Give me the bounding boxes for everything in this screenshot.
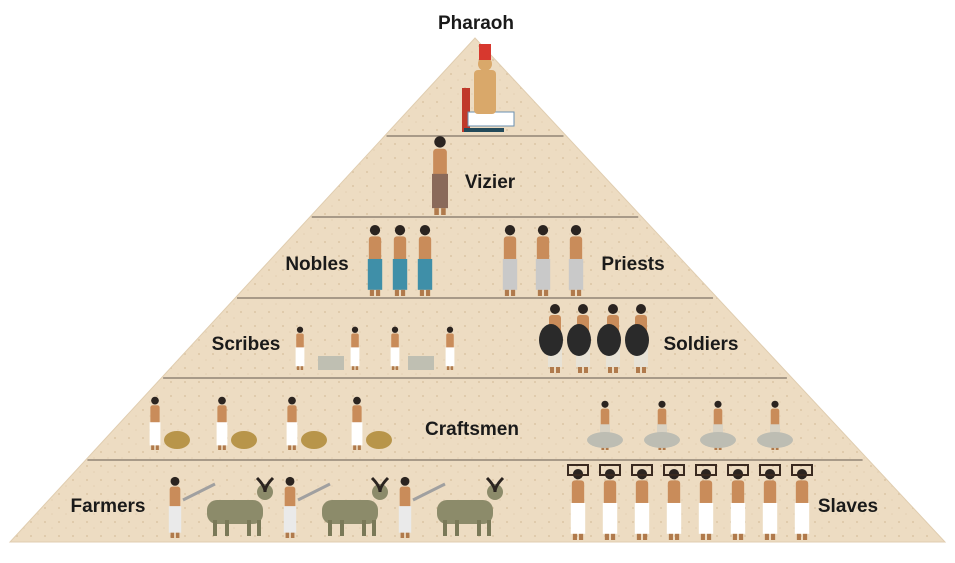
- scribe-figure: [295, 326, 305, 370]
- scribe-figure: [350, 326, 360, 370]
- slave-figure: [791, 464, 813, 540]
- pyramid-body: [8, 37, 947, 543]
- plough: [412, 482, 446, 502]
- vizier-figure: [432, 136, 448, 215]
- scribe-figure: [390, 326, 400, 370]
- label-farmers: Farmers: [70, 496, 146, 517]
- scribe-table: [318, 356, 344, 370]
- craftsman-figure: [644, 400, 680, 450]
- scribe-figure: [445, 326, 455, 370]
- slave-figure: [599, 464, 621, 540]
- label-slaves: Slaves: [817, 496, 879, 517]
- label-scribes: Scribes: [211, 334, 281, 355]
- pharaoh-figure: [462, 44, 515, 132]
- ox-figure: [207, 476, 275, 536]
- noble-figure: [392, 225, 408, 296]
- figures: [149, 44, 813, 540]
- soldier-figure: [567, 304, 591, 373]
- slave-figure: [727, 464, 749, 540]
- label-priests: Priests: [601, 254, 665, 275]
- craftsman-figure: [587, 400, 623, 450]
- craftsman-figure: [700, 400, 736, 450]
- craftsman-figure: [216, 396, 257, 450]
- label-pharaoh: Pharaoh: [437, 13, 515, 34]
- farmer-figure: [398, 476, 412, 538]
- noble-figure: [367, 225, 383, 296]
- soldier-figure: [597, 304, 621, 373]
- priest-figure: [535, 225, 551, 296]
- plough: [182, 482, 216, 502]
- label-soldiers: Soldiers: [663, 334, 739, 355]
- label-craftsmen: Craftsmen: [425, 419, 519, 440]
- soldier-figure: [539, 304, 563, 373]
- plough: [297, 482, 331, 502]
- craftsman-figure: [351, 396, 392, 450]
- soldier-figure: [625, 304, 649, 373]
- farmer-figure: [168, 476, 182, 538]
- craftsman-figure: [286, 396, 327, 450]
- ox-figure: [322, 476, 390, 536]
- priest-figure: [568, 225, 584, 296]
- slave-figure: [759, 464, 781, 540]
- tier-dividers: [87, 135, 863, 461]
- label-nobles: Nobles: [285, 254, 349, 275]
- slave-figure: [567, 464, 589, 540]
- ox-figure: [437, 476, 505, 536]
- farmer-figure: [283, 476, 297, 538]
- priest-figure: [502, 225, 518, 296]
- label-vizier: Vizier: [464, 172, 516, 193]
- craftsman-figure: [757, 400, 793, 450]
- slave-figure: [663, 464, 685, 540]
- slave-figure: [695, 464, 717, 540]
- craftsman-figure: [149, 396, 190, 450]
- slave-figure: [631, 464, 653, 540]
- scribe-table: [408, 356, 434, 370]
- noble-figure: [417, 225, 433, 296]
